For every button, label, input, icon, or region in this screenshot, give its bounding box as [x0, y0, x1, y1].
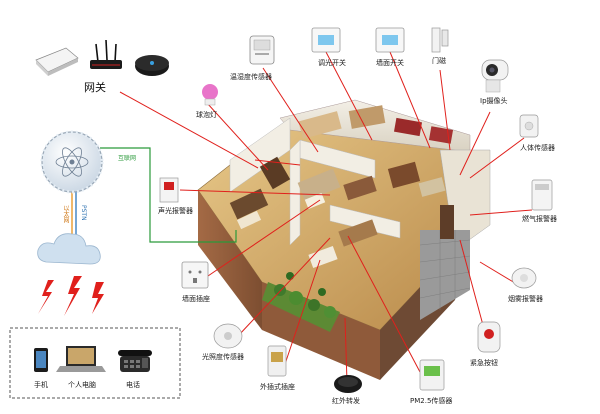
sound-light-alarm-label: 声光报警器: [158, 207, 193, 215]
gateway-label: 网关: [84, 81, 106, 94]
emergency-button-icon: [477, 321, 501, 353]
mobile-phone-icon: [34, 348, 48, 372]
ir-repeater-label: 红外转发: [332, 397, 360, 405]
gateway-devices: [35, 39, 169, 76]
laptop-icon: [56, 346, 106, 372]
pc-label: 个人电脑: [68, 381, 96, 389]
ip-camera-label: Ip摄像头: [480, 97, 508, 105]
gateway-hub-icon: [35, 47, 79, 76]
bulb-icon: [202, 84, 218, 106]
sound-light-alarm-icon: [159, 177, 179, 203]
furniture: [229, 105, 454, 269]
dimmer-switch-icon: [311, 27, 341, 53]
wiring: [71, 51, 533, 383]
light-sensor-label: 光照度传感器: [202, 353, 244, 361]
bulb-label: 球泡灯: [196, 111, 217, 119]
plug-socket-icon: [267, 345, 287, 377]
wall-socket-label: 墙面插座: [182, 295, 210, 303]
internet-globe-icon: [40, 130, 104, 194]
light-sensor-icon: [213, 323, 243, 349]
gas-sensor-icon: [531, 179, 553, 211]
human-sensor-icon: [519, 114, 539, 138]
plug-socket-label: 外插式插座: [260, 383, 295, 391]
wall-switch-icon: [375, 27, 405, 53]
wall-switch-label: 墙面开关: [376, 59, 404, 67]
lightning-icons: [38, 276, 104, 316]
pstn-label: PSTN: [80, 205, 87, 221]
ir-repeater-icon: [334, 375, 362, 393]
pm25-sensor-icon: [419, 359, 445, 391]
smoke-alarm-label: 烟雾报警器: [508, 295, 543, 303]
smart-hub-icon: [135, 55, 169, 76]
door-sensor-icon: [431, 27, 449, 53]
wall-socket-icon: [181, 261, 209, 289]
temp-humidity-label: 温湿度传感器: [230, 73, 272, 81]
smoke-alarm-icon: [511, 267, 537, 289]
cloud-icon: [37, 233, 101, 265]
router-icon: [90, 39, 122, 69]
gas-sensor-label: 燃气报警器: [522, 215, 557, 223]
temp-humidity-sensor-icon: [249, 35, 275, 65]
balcony-plants: [262, 272, 340, 332]
telephone-icon: [118, 350, 152, 372]
dimmer-label: 调光开关: [318, 59, 346, 67]
emergency-button-label: 紧急按钮: [470, 359, 498, 367]
internet-label: 互联网: [118, 155, 137, 162]
phone-label: 手机: [34, 381, 48, 389]
telephone-label: 电话: [126, 381, 140, 389]
door-sensor-label: 门磁: [432, 57, 446, 65]
ethernet-label: 以太网: [62, 205, 69, 223]
human-sensor-label: 人体传感器: [520, 144, 555, 152]
terminal-box: [9, 327, 181, 399]
pm25-label: PM2.5传感器: [410, 397, 453, 405]
house-illustration: [197, 99, 491, 380]
ip-camera-icon: [481, 59, 509, 93]
